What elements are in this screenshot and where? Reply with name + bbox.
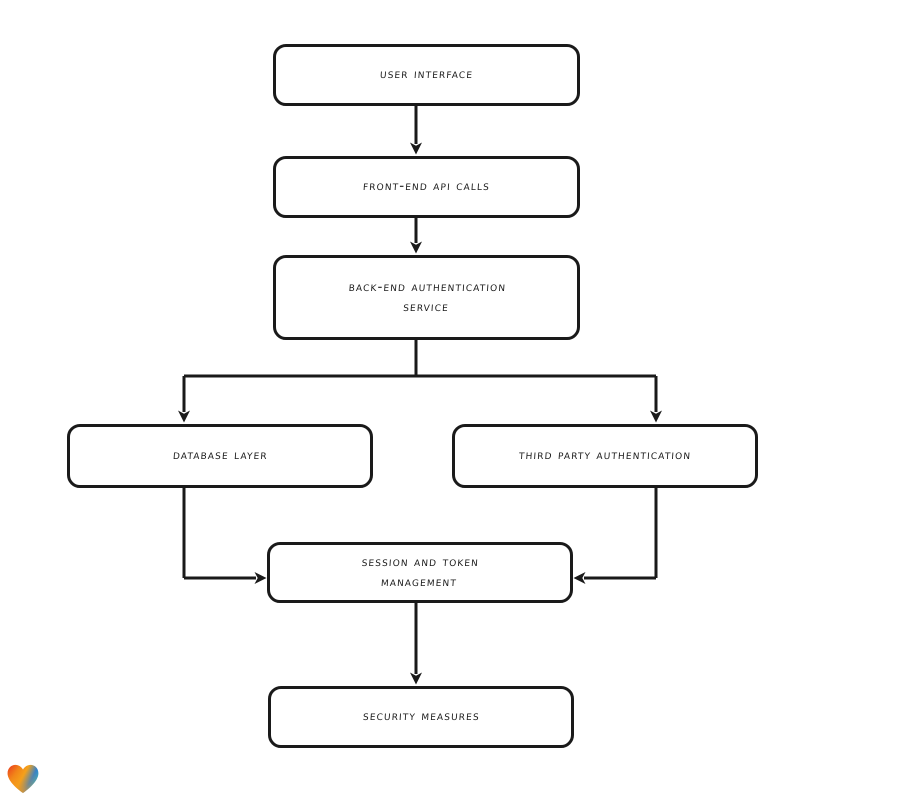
node-label-user-interface: User Interface (379, 66, 474, 83)
edge-backend-split (178, 340, 662, 423)
node-security-measures[interactable]: Security Measures (268, 686, 574, 748)
node-label-front-end-api-calls: Front-End API Calls (362, 178, 491, 195)
node-label-database-layer: Database Layer (172, 447, 268, 464)
edge-thirdparty-to-session (573, 488, 658, 584)
node-label-security-measures: Security Measures (362, 708, 480, 725)
node-database-layer[interactable]: Database Layer (67, 424, 373, 488)
node-third-party-authentication[interactable]: Third Party Authentication (452, 424, 758, 488)
node-label-third-party-authentication: Third Party Authentication (518, 447, 692, 464)
edge-database-to-session (182, 488, 267, 584)
node-user-interface[interactable]: User Interface (273, 44, 580, 106)
node-label-session-and-token-management: Session and Token Management (361, 553, 480, 590)
node-label-back-end-authentication-service: Back-End Authentication Service (347, 278, 507, 315)
heart-icon (7, 764, 39, 793)
node-back-end-authentication-service[interactable]: Back-End Authentication Service (273, 255, 580, 340)
node-session-and-token-management[interactable]: Session and Token Management (267, 542, 573, 603)
node-front-end-api-calls[interactable]: Front-End API Calls (273, 156, 580, 218)
